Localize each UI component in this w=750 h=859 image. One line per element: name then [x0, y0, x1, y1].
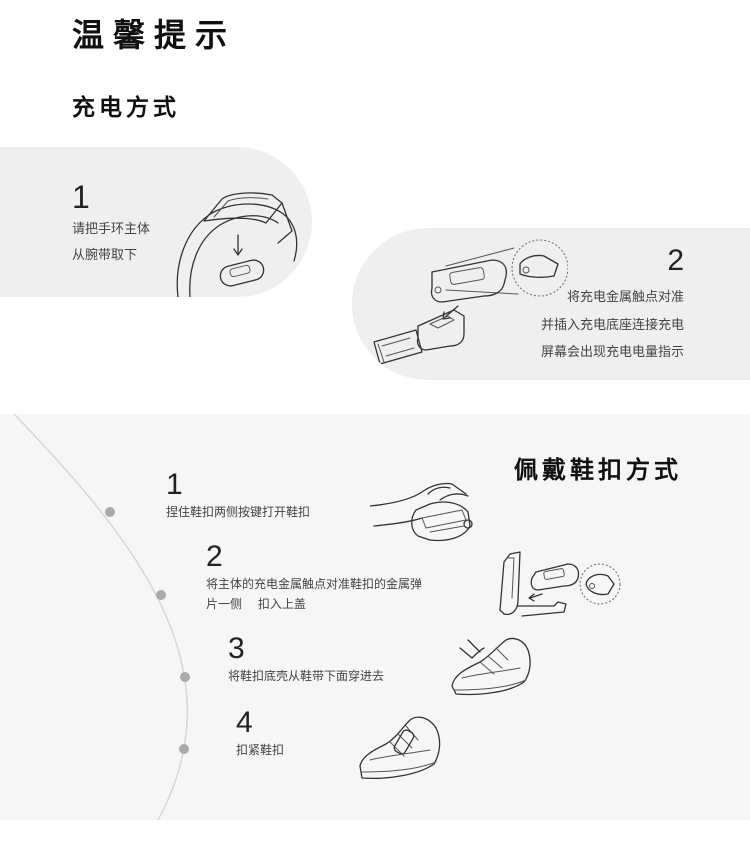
wearing-step-4-text: 扣紧鞋扣: [236, 743, 285, 757]
charging-step-2-line-2: 并插入充电底座连接充电: [540, 318, 684, 333]
charger-illustration: [373, 239, 568, 365]
timeline-dot-3: [180, 672, 190, 682]
charging-step-2-panel: 2 将充电金属触点对准 并插入充电底座连接充电 屏幕会出现充电电量指示: [352, 228, 750, 380]
timeline-arc: [13, 414, 189, 820]
shoe-lace-illustration: [451, 637, 531, 696]
wearing-step-3-number: 3: [228, 632, 245, 665]
clip-insert-illustration: [499, 551, 621, 617]
charging-step-2-line-3: 屏幕会出现充电电量指示: [540, 345, 684, 360]
charging-step-2-number: 2: [667, 244, 684, 277]
timeline-dot-1: [105, 507, 115, 517]
wearing-step-2-line-1: 将主体的充电金属触点对准鞋扣的金属弹: [206, 577, 423, 591]
wearing-step-4-number: 4: [236, 706, 253, 739]
charging-step-1-line-2: 从腕带取下: [72, 248, 138, 263]
charging-step-1-number: 1: [72, 179, 90, 215]
charging-step-2-line-1: 将充电金属触点对准: [566, 290, 684, 305]
shoe-clipped-illustration: [359, 716, 441, 780]
shoe-clip-open-illustration: [370, 482, 473, 542]
timeline-dot-4: [179, 744, 189, 754]
wearing-step-2-line-2: 片一侧 扣入上盖: [206, 597, 306, 611]
wearing-step-1-text: 捏住鞋扣两侧按键打开鞋扣: [166, 505, 311, 519]
wearing-section: [0, 414, 750, 820]
wearing-step-1-number: 1: [166, 468, 183, 501]
charging-heading: 充电方式: [72, 95, 180, 121]
wearing-step-3-text: 将鞋扣底壳从鞋带下面穿进去: [228, 669, 385, 683]
charging-step-1-line-1: 请把手环主体: [72, 222, 151, 237]
wearing-step-2-number: 2: [206, 540, 223, 573]
timeline-dot-2: [156, 590, 166, 600]
wristband-illustration: [176, 192, 298, 297]
wearing-heading: 佩戴鞋扣方式: [514, 456, 682, 484]
charging-step-1-panel: 1 请把手环主体 从腕带取下: [0, 147, 312, 297]
page-title: 温馨提示: [72, 16, 237, 54]
